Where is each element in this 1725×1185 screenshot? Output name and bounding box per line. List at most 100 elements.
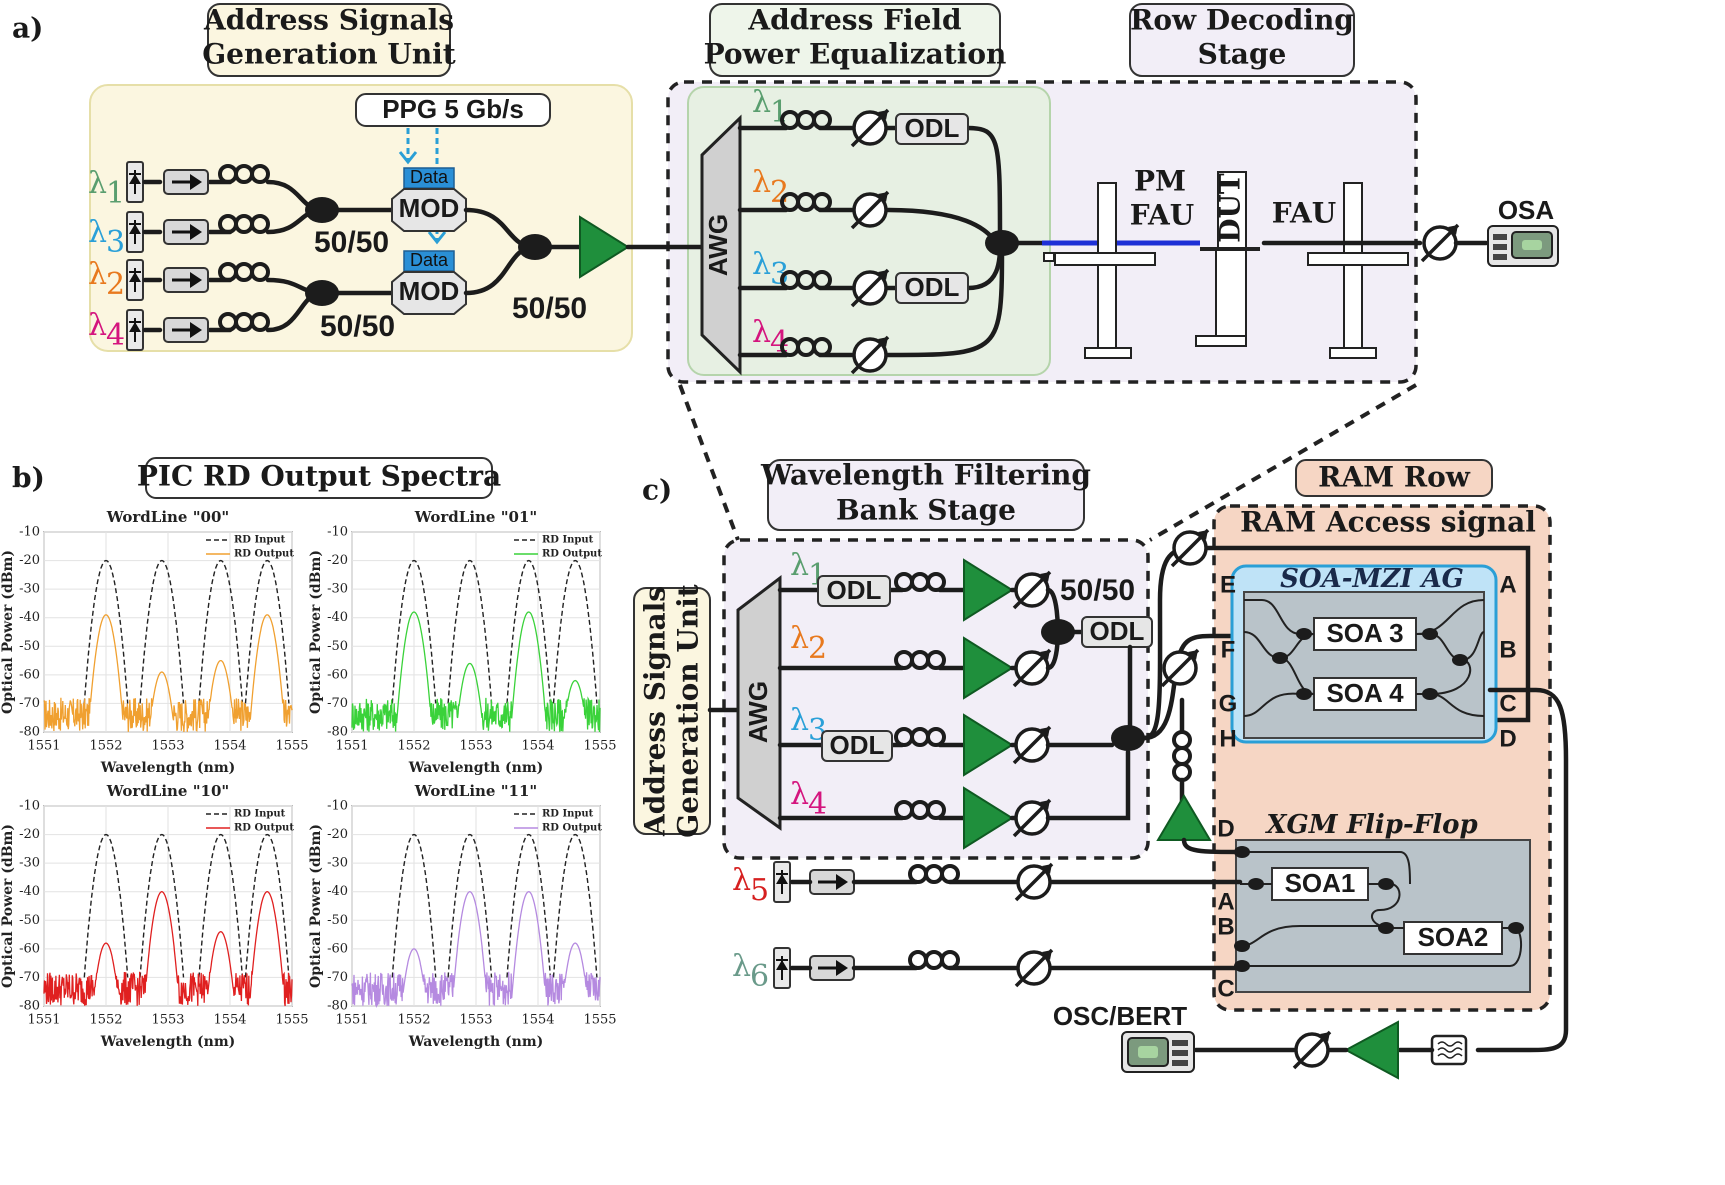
xgm-flip-flop-chip (1235, 839, 1531, 993)
coupler-icon (1041, 619, 1075, 645)
xgm-title: XGM Flip-Flop (1264, 810, 1477, 840)
plot-title: WordLine "11" (414, 782, 537, 800)
legend-output-label: RD Output (542, 549, 602, 560)
y-tick-label: -30 (19, 582, 40, 597)
odl-box-c3 (1081, 616, 1153, 648)
lambda-label-c5: λ5 (732, 863, 769, 908)
y-tick-label: -50 (327, 913, 348, 928)
lambda-label-awg1: λ1 (752, 85, 789, 130)
laser-icon (126, 259, 144, 301)
asgu-title-line1: Address Signals (203, 4, 454, 37)
y-tick-label: -20 (327, 553, 348, 568)
soa2-box (1403, 921, 1503, 955)
attenuator-icon (1014, 862, 1054, 902)
asgu-vertical-line1: Address Signals (639, 586, 672, 837)
y-tick-label: -60 (19, 667, 40, 682)
svg-text:2: 2 (106, 267, 125, 302)
soa4-label: SOA 4 (1326, 678, 1404, 708)
y-tick-label: -40 (19, 884, 40, 899)
coupler-icon (1111, 725, 1145, 751)
x-tick-label: 1554 (521, 739, 554, 754)
y-tick-label: -10 (327, 799, 348, 814)
svg-text:C: C (1499, 690, 1516, 717)
awg-out-1 (737, 125, 1003, 246)
y-tick-label: -50 (19, 639, 40, 654)
zoom-line-right (1148, 383, 1418, 542)
legend-output-label: RD Output (234, 823, 294, 834)
x-tick-label: 1554 (213, 1013, 246, 1028)
fiber-to-mod (335, 207, 395, 296)
amplifier-icon (1156, 794, 1212, 841)
fiber-coil-icon (908, 864, 960, 884)
spectrum-plot-3 (351, 805, 601, 1008)
x-axis-label: Wavelength (nm) (100, 760, 236, 776)
lambda-label-a4: λ4 (88, 308, 125, 353)
rd-input-peak (244, 833, 290, 978)
x-tick-label: 1552 (397, 739, 430, 754)
x-tick-label: 1554 (213, 739, 246, 754)
y-tick-label: -30 (19, 856, 40, 871)
rd-input-peak (139, 559, 185, 704)
soa3-box (1313, 617, 1417, 651)
odl-box-a2 (895, 272, 969, 304)
odl-label-c2: ODL (830, 730, 885, 760)
y-tick-label: -70 (19, 696, 40, 711)
modulator-2 (391, 271, 467, 315)
y-tick-label: -80 (327, 999, 348, 1014)
x-tick-label: 1551 (27, 739, 60, 754)
y-tick-label: -60 (327, 667, 348, 682)
soa-mzi-title: SOA-MZI AG (1280, 564, 1464, 594)
svg-text:λ: λ (732, 949, 751, 984)
amp-out-stubs (1009, 587, 1019, 821)
afpe-title-line1: Address Field (747, 4, 961, 37)
x-tick-label: 1553 (151, 1013, 184, 1028)
spectra-title-box (145, 457, 493, 499)
data-tag-1-label: Data (410, 167, 449, 187)
y-tick-label: -40 (327, 884, 348, 899)
y-tick-label: -30 (327, 582, 348, 597)
ff-couplers (1234, 846, 1524, 972)
svg-text:λ: λ (88, 215, 107, 250)
ppg-arrow-2 (427, 231, 447, 245)
x-tick-label: 1553 (459, 739, 492, 754)
x-tick-label: 1551 (335, 739, 368, 754)
spectrum-plot-1 (351, 531, 601, 733)
isolator-icon (808, 868, 856, 896)
rd-input-peak (83, 833, 129, 978)
spectra-plots: -10 -20 -30 -40 -50 -60 -70 -80 1551 1552 1553 1554… (0, 508, 617, 1050)
legend-input-label: RD Input (542, 535, 594, 546)
ppg-label: PPG 5 Gb/s (382, 94, 524, 124)
attenuator-icon (1292, 1030, 1332, 1070)
lambda-label-c6: λ6 (732, 949, 769, 994)
svg-text:B: B (1499, 636, 1516, 663)
odl-box-c1 (817, 575, 891, 607)
osc-bert-label: OSC/BERT (1053, 1001, 1187, 1031)
y-axis-label: Optical Power (dBm) (0, 824, 16, 988)
amplifier-icon (1343, 1020, 1399, 1080)
svg-text:E: E (1220, 571, 1236, 598)
y-tick-label: -60 (19, 941, 40, 956)
y-tick-label: -70 (327, 696, 348, 711)
ram-access-label: RAM Access signal (1240, 506, 1536, 539)
odl-label-c1: ODL (827, 575, 882, 605)
fiber-coil-icon (908, 950, 960, 970)
rd-input-peak (447, 559, 493, 704)
fau-stage-icon (1307, 182, 1409, 359)
fiber-coil-icon (1172, 730, 1192, 782)
odl-box-a1 (895, 113, 969, 145)
rds-title-line1: Row Decoding (1130, 4, 1354, 37)
laser-icon (126, 309, 144, 351)
mzi-output-loop (1475, 687, 1569, 1053)
wfb-title-line1: Wavelength Filtering (760, 459, 1091, 492)
y-tick-label: -30 (327, 856, 348, 871)
y-axis-label: Optical Power (dBm) (308, 550, 324, 714)
asgu-title-box (207, 3, 451, 77)
awg-block-c (736, 574, 782, 831)
pm-fau-stage-icon (1043, 182, 1156, 359)
isolator-icon (162, 168, 210, 196)
plot-title: WordLine "01" (414, 508, 537, 526)
svg-text:λ: λ (88, 257, 107, 292)
svg-text:A: A (1499, 571, 1516, 598)
filter-icon (1430, 1034, 1468, 1066)
